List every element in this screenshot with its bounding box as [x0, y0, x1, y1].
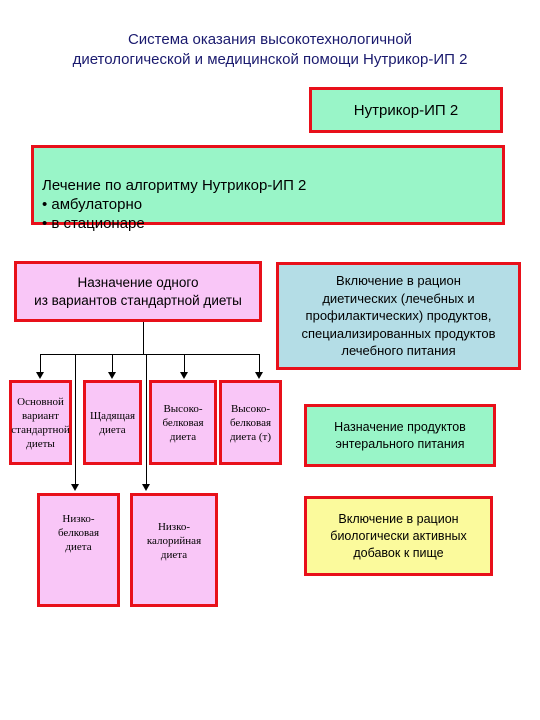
standard-diet-box: Назначение одного из вариантов стандартн… — [14, 261, 262, 322]
diet-products-box: Включение в рацион диетических (лечебных… — [276, 262, 521, 370]
nutrikor-box: Нутрикор-ИП 2 — [309, 87, 503, 133]
diet-sparing-box: Щадящая диета — [83, 380, 142, 465]
connector-long-2 — [146, 354, 147, 484]
diet-high-protein-label: Высоко- белковая диета — [162, 402, 204, 443]
diet-high-protein-t-label: Высоко- белковая диета (т) — [229, 402, 272, 443]
connector-long-1 — [75, 354, 76, 484]
diet-basic-box: Основной вариант стандартной диеты — [9, 380, 72, 465]
connector-drop-4 — [259, 354, 260, 372]
diet-products-label: Включение в рацион диетических (лечебных… — [301, 273, 496, 359]
diet-basic-label: Основной вариант стандартной диеты — [11, 395, 70, 450]
diet-high-protein-t-box: Высоко- белковая диета (т) — [219, 380, 282, 465]
treatment-label: Лечение по алгоритму Нутрикор-ИП 2 • амб… — [42, 177, 307, 232]
supplements-box: Включение в рацион биологически активных… — [304, 496, 493, 576]
nutrikor-label: Нутрикор-ИП 2 — [353, 101, 459, 119]
diet-low-calorie-label: Низко- калорийная диета — [146, 521, 202, 561]
connector-drop-2 — [112, 354, 113, 372]
arrow-long-1 — [71, 484, 79, 491]
enteral-box: Назначение продуктов энтерального питани… — [304, 404, 496, 467]
arrow-long-2 — [142, 484, 150, 491]
supplements-label: Включение в рацион биологически активных… — [330, 511, 467, 560]
arrow-3 — [180, 372, 188, 379]
connector-bus — [40, 354, 260, 355]
diet-low-protein-label: Низко- белковая диета — [57, 513, 100, 553]
connector-drop-3 — [184, 354, 185, 372]
connector-drop-1 — [40, 354, 41, 372]
connector-stem — [143, 322, 144, 354]
standard-diet-label: Назначение одного из вариантов стандартн… — [34, 274, 242, 308]
treatment-box: Лечение по алгоритму Нутрикор-ИП 2 • амб… — [31, 145, 505, 232]
arrow-4 — [255, 372, 263, 379]
arrow-1 — [36, 372, 44, 379]
diet-low-calorie-box: Низко- калорийная диета — [130, 493, 218, 607]
diet-low-protein-box: Низко- белковая диета — [37, 493, 120, 607]
enteral-label: Назначение продуктов энтерального питани… — [334, 419, 466, 451]
page-title: Система оказания высокотехнологичной дие… — [72, 31, 468, 68]
diet-sparing-label: Щадящая диета — [89, 409, 136, 436]
diet-high-protein-box: Высоко- белковая диета — [149, 380, 217, 465]
arrow-2 — [108, 372, 116, 379]
